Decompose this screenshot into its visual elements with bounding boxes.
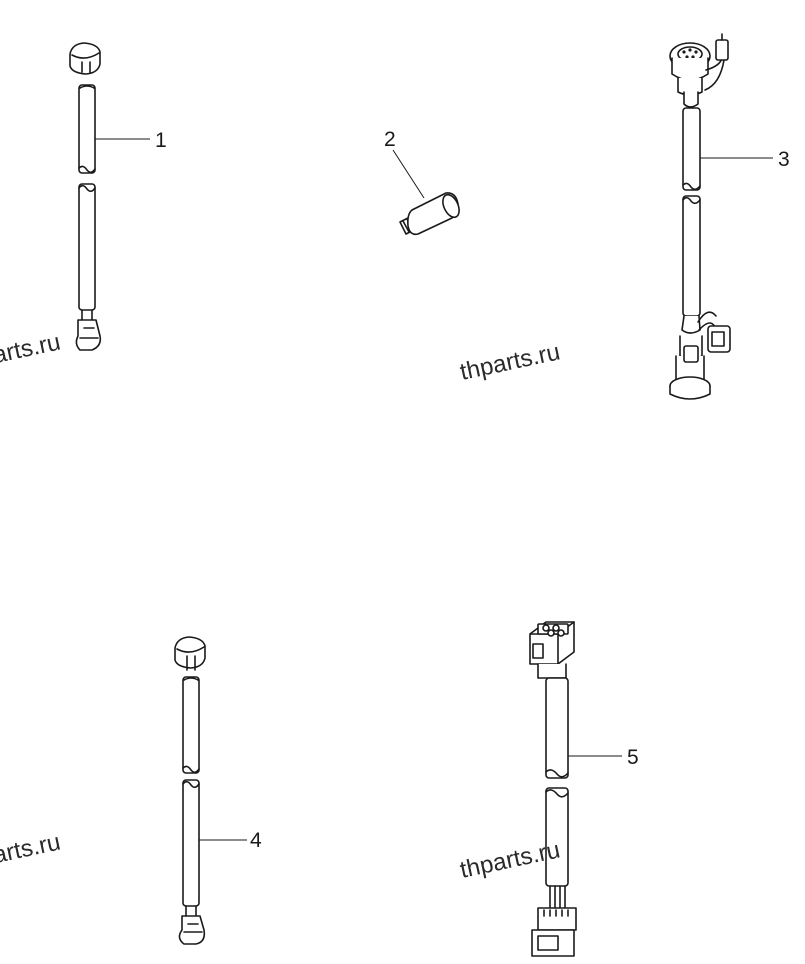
watermark-top-center: thparts.ru xyxy=(458,338,563,385)
callout-4: 4 xyxy=(250,829,262,852)
leader-line-2 xyxy=(392,149,425,199)
part-3-harness xyxy=(669,33,731,400)
callout-3: 3 xyxy=(778,148,790,171)
callout-1: 1 xyxy=(155,129,167,152)
callout-5: 5 xyxy=(627,746,639,769)
callout-2: 2 xyxy=(384,128,396,151)
part-4-cable xyxy=(174,636,206,945)
watermark-top-left: parts.ru xyxy=(0,329,63,372)
part-2-spacer xyxy=(399,192,460,236)
part-1-cable xyxy=(69,42,102,351)
watermark-bottom-left: parts.ru xyxy=(0,829,63,872)
part-5-harness xyxy=(529,621,577,957)
